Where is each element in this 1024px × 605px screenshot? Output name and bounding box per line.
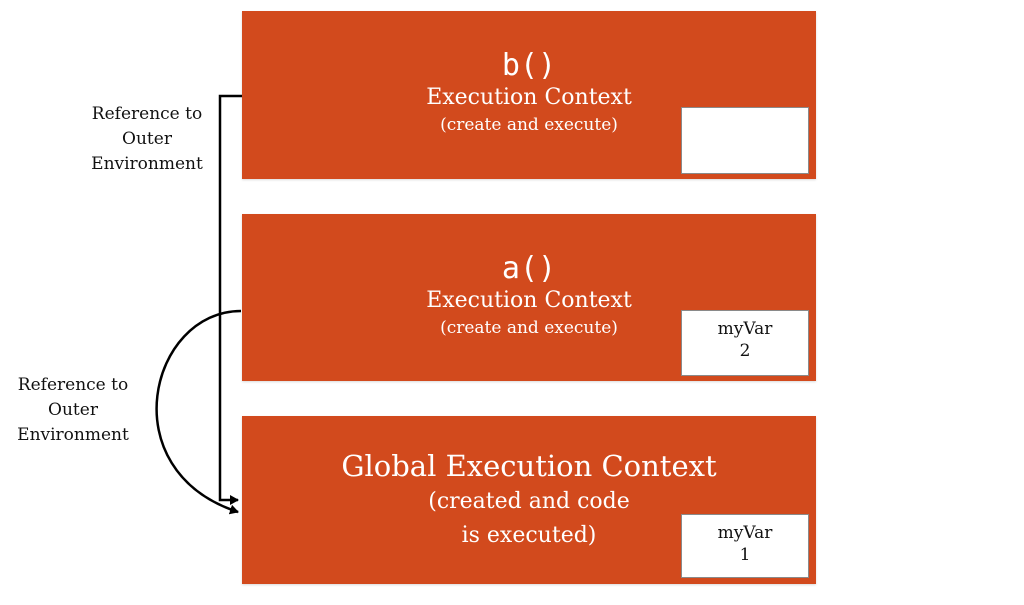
global-var-value: 1 bbox=[739, 545, 751, 565]
a-context-subtitle: (create and execute) bbox=[440, 318, 618, 338]
b-variable-environment bbox=[681, 107, 809, 174]
global-variable-environment: myVar 1 bbox=[681, 514, 809, 578]
a-context-title: Execution Context bbox=[426, 288, 632, 313]
global-context-subtitle-line2: is executed) bbox=[461, 523, 597, 548]
global-context-title: Global Execution Context bbox=[341, 449, 717, 483]
b-to-global-arrow bbox=[218, 94, 242, 505]
b-execution-context: b() Execution Context (create and execut… bbox=[242, 11, 816, 179]
a-variable-environment: myVar 2 bbox=[681, 310, 809, 376]
b-context-subtitle: (create and execute) bbox=[440, 115, 618, 135]
a-function-name: a() bbox=[501, 251, 557, 286]
a-to-global-arrow bbox=[155, 309, 242, 515]
b-context-title: Execution Context bbox=[426, 85, 632, 110]
global-var-name: myVar bbox=[717, 523, 773, 543]
global-execution-context: Global Execution Context (created and co… bbox=[242, 416, 816, 584]
a-execution-context: a() Execution Context (create and execut… bbox=[242, 214, 816, 381]
a-var-name: myVar bbox=[717, 319, 773, 339]
a-var-value: 2 bbox=[739, 341, 751, 361]
b-function-name: b() bbox=[501, 48, 557, 83]
a-outer-reference-label: Reference to Outer Environment bbox=[17, 375, 129, 445]
b-outer-reference-label: Reference to Outer Environment bbox=[91, 104, 203, 174]
global-context-subtitle-line1: (created and code bbox=[428, 489, 630, 514]
